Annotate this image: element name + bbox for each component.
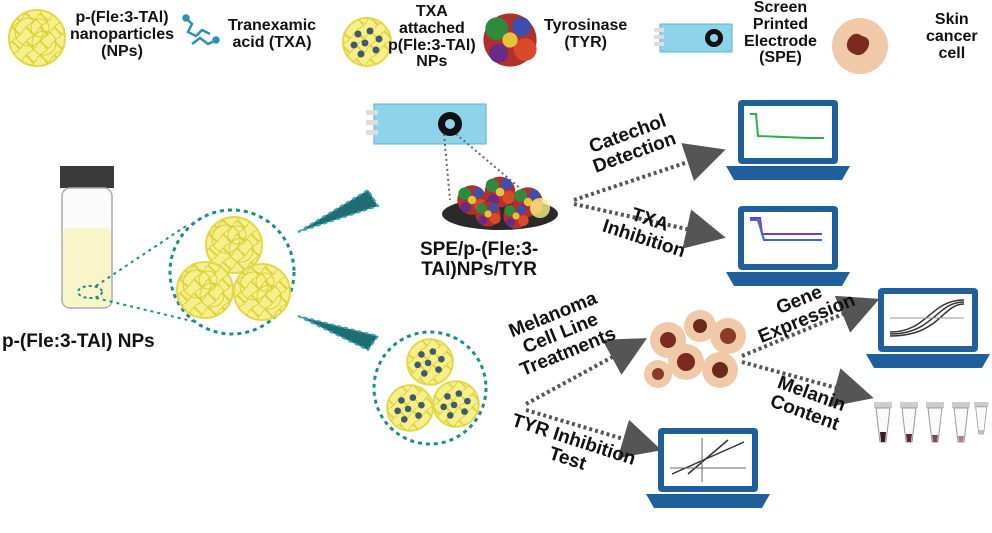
vial-icon xyxy=(60,166,114,309)
laptop-txa-icon xyxy=(726,206,850,286)
legend-spe-label: Screen Printed Electrode (SPE) xyxy=(744,0,817,67)
legend-txa-label: Tranexamic acid (TXA) xyxy=(228,17,317,51)
zoom-lines xyxy=(95,225,197,323)
legend-tyr-label: Tyrosinase (TYR) xyxy=(544,17,628,51)
legend-txa-np-icon xyxy=(342,17,392,67)
spe-electrode-icon xyxy=(366,103,487,145)
melanoma-cells-icon xyxy=(644,310,746,388)
teal-beam-upper xyxy=(297,188,380,233)
zoom-lines-spe xyxy=(443,133,535,201)
teal-beam-lower xyxy=(297,315,380,352)
legend-txa-molecule-icon xyxy=(182,14,220,46)
legend-tyrosinase-icon xyxy=(483,13,537,67)
legend-np-label: p-(Fle:3-TAl) nanoparticles (NPs) xyxy=(70,9,175,60)
txa-np-cluster-circle xyxy=(372,330,488,446)
laptop-gene-icon xyxy=(866,288,990,368)
legend-skin-cell-icon xyxy=(832,18,888,74)
electrode-surface-disc xyxy=(442,176,558,230)
laptop-tyr-icon xyxy=(646,428,770,508)
arrows xyxy=(525,143,880,459)
vial-label: p-(Fle:3-TAl) NPs xyxy=(2,331,155,352)
np-cluster-circle xyxy=(168,208,296,336)
legend-np-icon xyxy=(8,9,66,67)
legend-spe-icon xyxy=(654,23,733,53)
laptop-catechol-icon xyxy=(726,100,850,180)
legend-skin-label: Skin cancer cell xyxy=(926,11,978,62)
legend-txa-np-label: TXA attached p(Fle:3-TAl) NPs xyxy=(388,3,476,71)
sample-tubes-icon xyxy=(874,402,989,443)
electrode-label: SPE/p-(Fle:3- TAl)NPs/TYR xyxy=(420,239,539,280)
